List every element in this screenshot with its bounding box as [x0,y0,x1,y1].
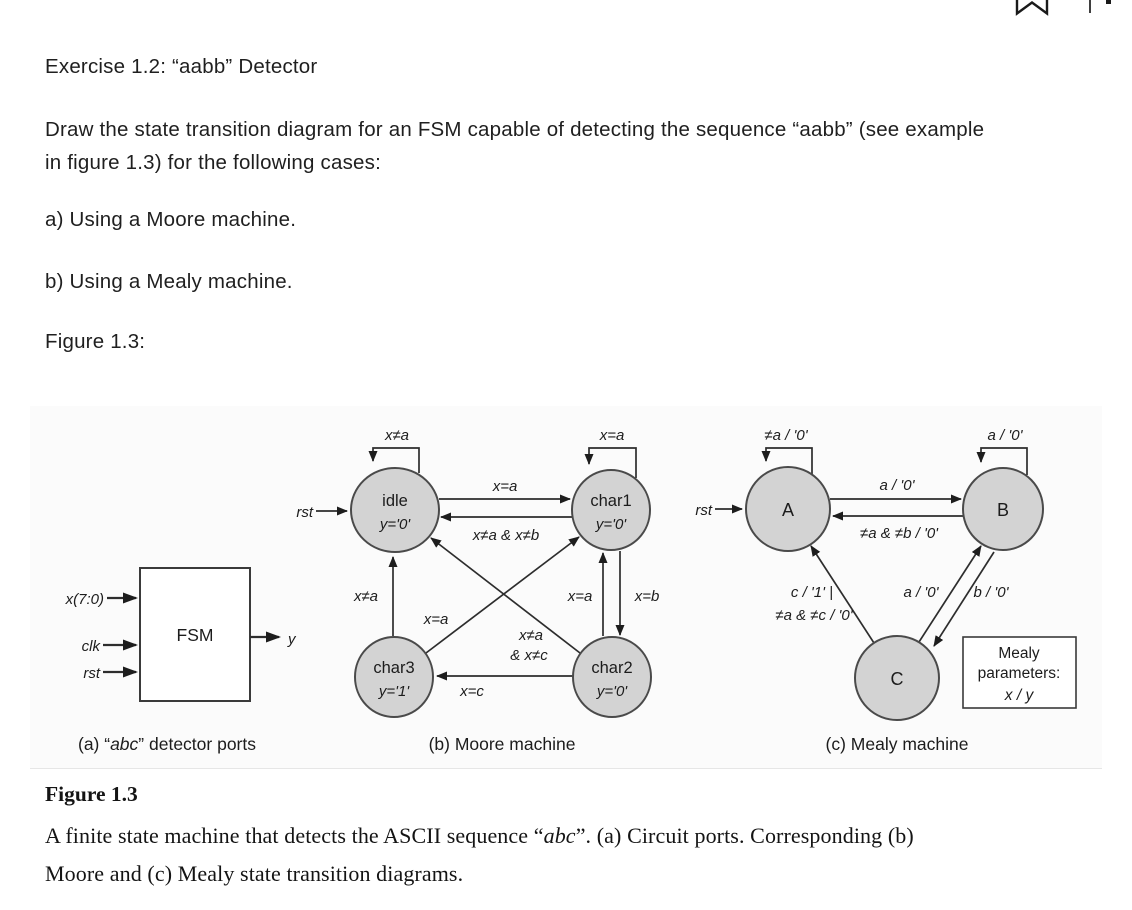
idle-to-char1-label: x=a [492,478,518,495]
partial-icon[interactable] [1106,0,1111,4]
fsm-figure-svg: FSM x(7:0) clk rst y (a) “abc” detector … [65,427,1077,754]
state-char2 [572,636,652,718]
exercise-title: Exercise 1.2: “aabb” Detector [45,55,318,78]
state-char2-name: char2 [591,659,632,677]
char3-to-idle-label: x≠a [353,588,378,605]
a-to-b-label: a / '0' [880,477,916,494]
state-char1-name: char1 [590,492,631,510]
c-to-a-label-2: ≠a & ≠c / '0' [775,607,853,624]
state-idle [350,467,440,553]
bookmark-icon[interactable] [1015,0,1049,16]
figure-caption: Figure 1.3 A finite state machine that d… [45,782,1130,893]
figure-caption-line2: Moore and (c) Mealy state transition dia… [45,861,464,886]
prompt-line-2: in figure 1.3) for the following cases: [45,151,381,174]
char2-to-char1-label: x=a [567,588,593,605]
stateA-self-label: ≠a / '0' [764,427,808,444]
exercise-item-a: a) Using a Moore machine. [45,208,297,231]
state-C [854,635,940,721]
idle-self-label: x≠a [384,427,409,444]
figure-caption-title: Figure 1.3 [45,782,138,806]
fsm-block-label: FSM [177,625,214,645]
moore-diagram: x≠a x=a rst x=a x≠a & x≠b x=a x=b x≠a x=… [296,427,659,754]
char3-to-char1-arrow [425,536,580,654]
char1-to-char2-label: x=b [634,588,660,605]
b-to-c-arrow [933,551,995,647]
char2-to-idle-label-2: & x≠c [510,647,548,664]
output-y-label: y [287,631,297,648]
state-A [745,466,831,552]
b-to-c-label: b / '0' [974,584,1010,601]
state-B-name: B [997,500,1009,520]
state-idle-output: y='0' [379,516,411,533]
mealy-reset-label: rst [695,502,712,519]
mealy-diagram: ≠a / '0' a / '0' rst a / '0' ≠a & ≠b / '… [695,427,1077,754]
mealy-params-box [962,636,1077,709]
stateA-self-loop [761,447,813,474]
mealy-params-line3: x / y [1004,687,1035,704]
stateB-self-label: a / '0' [988,427,1024,444]
figure-reference: Figure 1.3: [45,330,146,353]
state-char2-output: y='0' [596,683,628,700]
input-clk-label: clk [82,638,102,655]
state-B [962,467,1044,551]
exercise-prompt: Draw the state transition diagram for an… [45,113,984,179]
char2-to-idle-arrow [430,537,581,654]
c-to-a-arrow [810,545,875,644]
figure-caption-line1: A finite state machine that detects the … [45,823,914,848]
state-char1 [571,469,651,551]
b-to-a-label: ≠a & ≠b / '0' [860,525,939,542]
state-char3 [354,636,434,718]
state-C-name: C [891,669,904,689]
state-A-name: A [782,500,794,520]
c-to-b-arrow [918,545,982,643]
fsm-block [139,567,251,702]
input-x-label: x(7:0) [65,591,104,608]
char2-to-idle-label-1: x≠a [518,627,543,644]
moore-reset-label: rst [296,504,313,521]
ports-caption: (a) “abc” detector ports [78,734,256,754]
state-char3-name: char3 [373,659,414,677]
mealy-params-line1: Mealy [998,645,1040,662]
moore-caption: (b) Moore machine [429,734,576,754]
input-rst-label: rst [83,665,100,682]
toolbar-fragment [1015,0,1111,16]
figure-image: FSM x(7:0) clk rst y (a) “abc” detector … [30,406,1102,769]
state-char3-output: y='1' [378,683,410,700]
ports-diagram: FSM x(7:0) clk rst y (a) “abc” detector … [65,567,297,754]
mealy-params-line2: parameters: [978,665,1061,682]
char2-to-char3-label: x=c [459,683,484,700]
stateB-self-loop [976,447,1028,475]
prompt-line-1: Draw the state transition diagram for an… [45,118,985,141]
char1-self-loop [584,447,637,478]
char1-to-idle-label: x≠a & x≠b [472,527,540,544]
c-to-a-label-1: c / '1' | [791,584,833,601]
state-char1-output: y='0' [595,516,627,533]
exercise-item-b: b) Using a Mealy machine. [45,270,293,293]
char3-to-char1-label: x=a [423,611,449,628]
mealy-caption: (c) Mealy machine [826,734,969,754]
state-idle-name: idle [382,492,408,510]
c-to-b-label: a / '0' [904,584,940,601]
char1-self-label: x=a [599,427,625,444]
idle-self-loop [368,447,420,473]
